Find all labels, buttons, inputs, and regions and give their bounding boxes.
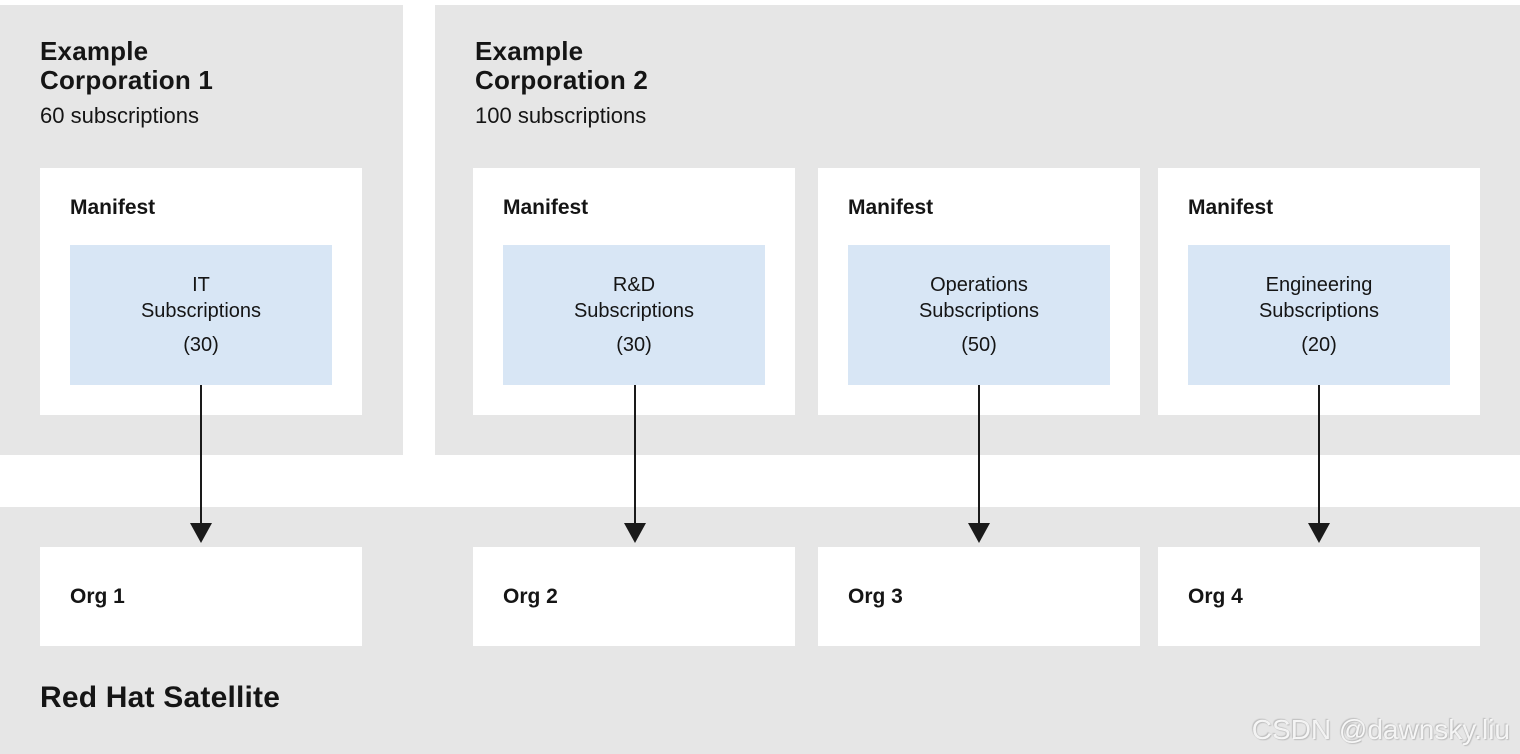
corporation-2-name-line-2: Corporation 2 — [475, 65, 649, 95]
corporation-1-name: Example Corporation 1 — [40, 37, 213, 95]
it-subscriptions-box: IT Subscriptions (30) — [70, 245, 332, 385]
corporation-2-subscription-count: 100 subscriptions — [475, 103, 647, 128]
subscription-count: (30) — [616, 334, 652, 356]
subscription-count: (30) — [183, 334, 219, 356]
arrow-engineering-to-org-4 — [1308, 385, 1330, 543]
corporation-1-name-line-1: Example — [40, 36, 149, 66]
subscription-count: (50) — [961, 334, 997, 356]
arrow-rnd-to-org-2 — [624, 385, 646, 543]
org-1-label: Org 1 — [70, 584, 125, 608]
org-2-box: Org 2 — [473, 547, 795, 646]
arrow-line — [634, 385, 636, 523]
subscription-dept: Operations — [930, 274, 1028, 296]
subscription-type: Subscriptions — [918, 300, 1040, 322]
manifest-label: Manifest — [1188, 196, 1274, 219]
arrow-line — [978, 385, 980, 523]
subscription-dept: R&D — [612, 274, 656, 296]
arrow-line — [200, 385, 202, 523]
manifest-label: Manifest — [503, 196, 589, 219]
org-4-box: Org 4 — [1158, 547, 1480, 646]
org-2-label: Org 2 — [503, 584, 558, 608]
manifest-box-operations: Manifest Operations Subscriptions (50) — [818, 168, 1140, 415]
arrow-down-icon — [624, 523, 646, 543]
arrow-down-icon — [968, 523, 990, 543]
corporation-1-name-line-2: Corporation 1 — [40, 65, 214, 95]
org-4-label: Org 4 — [1188, 584, 1243, 608]
corporation-2-name-line-1: Example — [475, 36, 584, 66]
subscription-count: (20) — [1301, 334, 1337, 356]
arrow-line — [1318, 385, 1320, 523]
manifest-label: Manifest — [70, 196, 156, 219]
corporation-1-subscription-count: 60 subscriptions — [40, 103, 199, 128]
subscription-dept: Engineering — [1265, 274, 1373, 296]
watermark: CSDN @dawnsky.liu — [1251, 714, 1510, 745]
rnd-subscriptions-box: R&D Subscriptions (30) — [503, 245, 765, 385]
arrow-down-icon — [1308, 523, 1330, 543]
subscription-type: Subscriptions — [1258, 300, 1380, 322]
corporation-2-name: Example Corporation 2 — [475, 37, 648, 95]
satellite-title: Red Hat Satellite — [40, 681, 281, 714]
arrow-it-to-org-1 — [190, 385, 212, 543]
arrow-down-icon — [190, 523, 212, 543]
operations-subscriptions-box: Operations Subscriptions (50) — [848, 245, 1110, 385]
subscription-type: Subscriptions — [140, 300, 262, 322]
org-3-box: Org 3 — [818, 547, 1140, 646]
manifest-label: Manifest — [848, 196, 934, 219]
manifest-box-it: Manifest IT Subscriptions (30) — [40, 168, 362, 415]
org-1-box: Org 1 — [40, 547, 362, 646]
manifest-box-engineering: Manifest Engineering Subscriptions (20) — [1158, 168, 1480, 415]
org-3-label: Org 3 — [848, 584, 903, 608]
subscription-type: Subscriptions — [573, 300, 695, 322]
subscription-dept: IT — [192, 274, 210, 296]
manifest-box-rnd: Manifest R&D Subscriptions (30) — [473, 168, 795, 415]
engineering-subscriptions-box: Engineering Subscriptions (20) — [1188, 245, 1450, 385]
arrow-operations-to-org-3 — [968, 385, 990, 543]
